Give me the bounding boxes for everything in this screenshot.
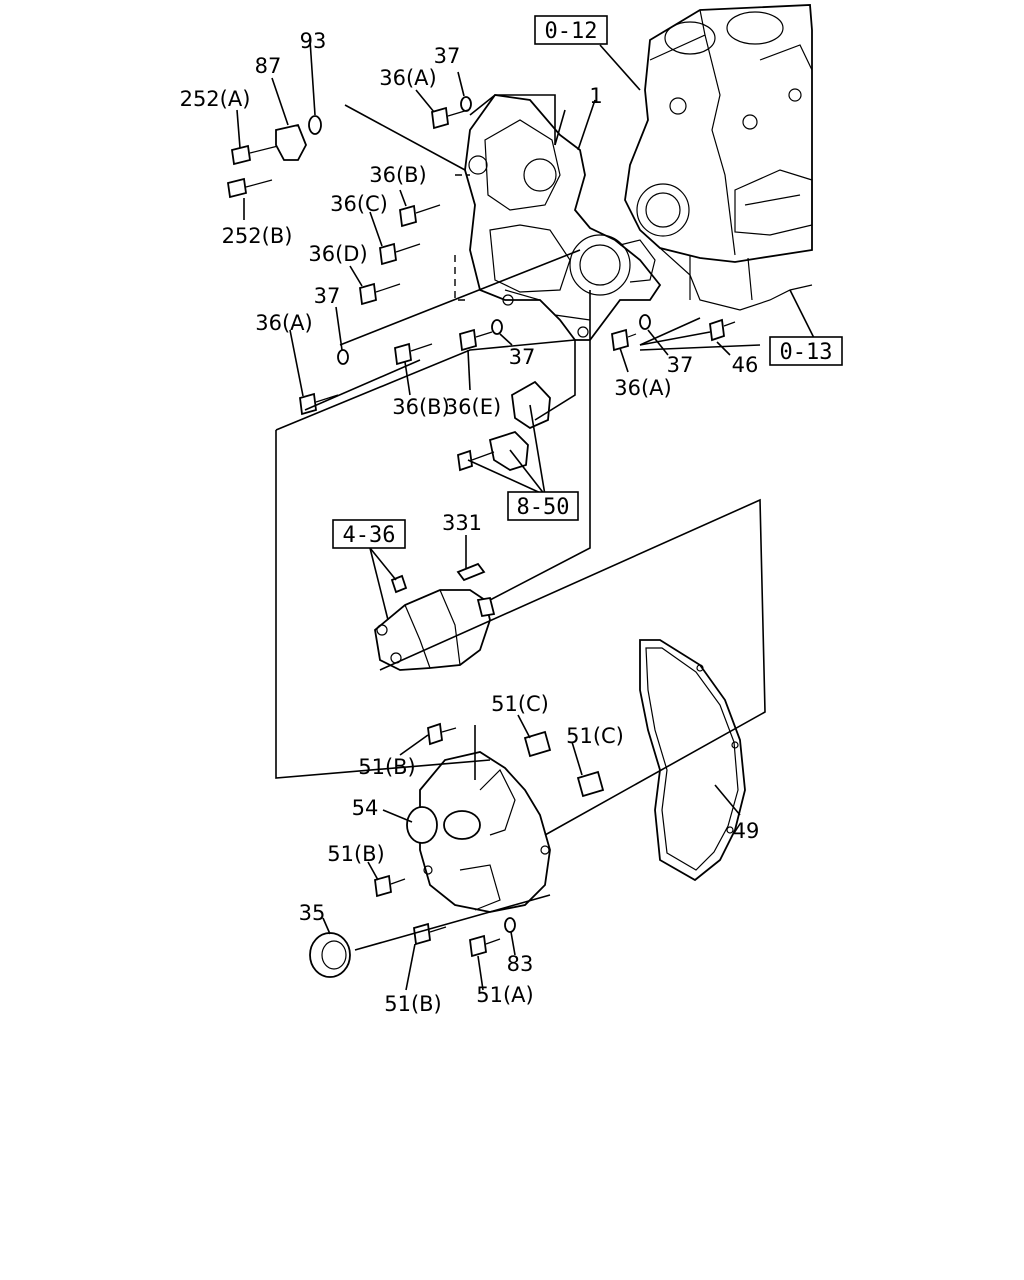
- callout-label: 54: [352, 796, 379, 820]
- timing-gear-case: [464, 94, 662, 341]
- reference-box-top: 0-12: [534, 15, 608, 45]
- callout-label: 35: [299, 901, 326, 925]
- callout-label: 36(B): [369, 163, 427, 187]
- callout-label: 51(B): [384, 992, 442, 1016]
- callout-label: 37: [314, 284, 341, 308]
- callout-label: 83: [507, 952, 534, 976]
- reference-box-bracket: 8-50: [507, 491, 579, 521]
- reference-box-pump: 4-36: [332, 519, 406, 549]
- callout-label: 37: [667, 353, 694, 377]
- callout-label: 1: [589, 84, 602, 108]
- callout-label: 87: [255, 54, 282, 78]
- callout-label: 36(E): [445, 395, 501, 419]
- callout-label: 49: [733, 819, 760, 843]
- pump-assembly: [374, 562, 496, 671]
- callout-label: 252(A): [180, 87, 251, 111]
- callout-label: 36(A): [255, 311, 312, 335]
- callout-label: 37: [434, 44, 461, 68]
- callout-label: 51(C): [566, 724, 624, 748]
- callout-label: 36(A): [614, 376, 671, 400]
- gasket: [639, 639, 746, 882]
- callout-label: 36(A): [379, 66, 436, 90]
- front-cover: [309, 722, 605, 978]
- callout-label: 46: [732, 353, 759, 377]
- callout-labels: 93 87 252(A) 252(B) 37 36(A) 1 36(B) 36(…: [180, 29, 760, 1016]
- engine-block: [624, 4, 813, 311]
- callout-label: 51(A): [476, 983, 533, 1007]
- callout-label: 252(B): [222, 224, 293, 248]
- svg-text:4-36: 4-36: [343, 523, 396, 548]
- svg-text:8-50: 8-50: [517, 495, 570, 520]
- callout-label: 51(C): [491, 692, 549, 716]
- callout-label: 37: [509, 345, 536, 369]
- callout-label: 331: [442, 511, 482, 535]
- upper-fasteners: [226, 96, 736, 416]
- reference-box-right: 0-13: [769, 336, 843, 366]
- callout-label: 36(D): [308, 242, 367, 266]
- svg-text:0-13: 0-13: [780, 340, 833, 365]
- callout-label: 36(C): [330, 192, 388, 216]
- callout-label: 51(B): [358, 755, 416, 779]
- leader-lines: [236, 39, 816, 991]
- callout-label: 93: [300, 29, 327, 53]
- callout-label: 36(B): [392, 395, 450, 419]
- svg-text:0-12: 0-12: [545, 19, 598, 44]
- callout-label: 51(B): [327, 842, 385, 866]
